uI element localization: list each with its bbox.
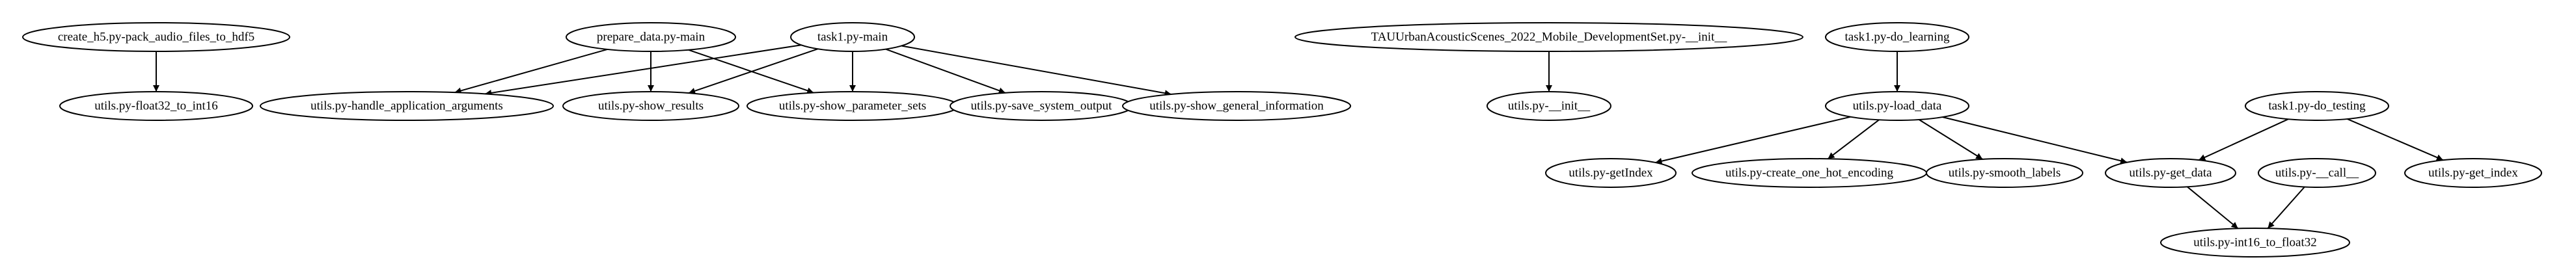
- call-edges: [153, 44, 2444, 230]
- node-label: utils.py-load_data: [1853, 99, 1942, 113]
- node-label: utils.py-handle_application_arguments: [310, 99, 503, 113]
- node-label: utils.py-save_system_output: [971, 99, 1113, 113]
- node-label: create_h5.py-pack_audio_files_to_hdf5: [58, 31, 254, 44]
- node-label: utils.py-get_index: [2428, 166, 2518, 180]
- node-label: task1.py-do_learning: [1845, 31, 1950, 44]
- edge-n3-to-n5: [454, 48, 608, 94]
- graph-node: utils.py-show_general_information: [1122, 91, 1351, 121]
- graph-node: utils.py-get_index: [2404, 158, 2542, 188]
- edge-n14-to-n20: [2347, 118, 2444, 161]
- node-label: utils.py-show_results: [598, 99, 704, 113]
- node-ellipse: [1825, 91, 1969, 121]
- node-label: utils.py-__call__: [2275, 166, 2359, 180]
- edge-n13-to-n18: [1942, 116, 2128, 165]
- node-ellipse: [2404, 158, 2542, 188]
- edge-n4-to-n8: [885, 48, 1006, 94]
- node-ellipse: [1487, 91, 1611, 121]
- edge-n19-to-n21: [2267, 186, 2305, 229]
- graph-node: utils.py-__init__: [1487, 91, 1611, 121]
- edge-n13-to-n15: [1655, 116, 1851, 165]
- node-label: task1.py-main: [817, 31, 888, 44]
- node-label: task1.py-do_testing: [2268, 99, 2366, 113]
- node-ellipse: [22, 22, 290, 52]
- node-ellipse: [260, 91, 554, 121]
- graph-node: utils.py-load_data: [1825, 91, 1969, 121]
- node-label: TAUUrbanAcousticScenes_2022_Mobile_Devel…: [1371, 31, 1727, 44]
- graph-node: utils.py-smooth_labels: [1926, 158, 2083, 188]
- graph-node: create_h5.py-pack_audio_files_to_hdf5: [22, 22, 290, 52]
- node-ellipse: [790, 22, 915, 52]
- edge-n4-to-n5: [485, 44, 802, 96]
- node-ellipse: [566, 22, 736, 52]
- node-ellipse: [1122, 91, 1351, 121]
- node-ellipse: [1545, 158, 1677, 188]
- edge-n14-to-n18: [2198, 118, 2289, 161]
- graph-node: prepare_data.py-main: [566, 22, 736, 52]
- graph-node: utils.py-show_results: [562, 91, 739, 121]
- graph-node: utils.py-__call__: [2258, 158, 2376, 188]
- edge-n4-to-n9: [901, 45, 1172, 97]
- node-ellipse: [2258, 158, 2376, 188]
- edge-n4-to-n6: [688, 48, 819, 94]
- edge-n13-to-n17: [1919, 119, 1983, 160]
- graph-node: task1.py-do_learning: [1825, 22, 1969, 52]
- node-ellipse: [1825, 22, 1969, 52]
- node-ellipse: [562, 91, 739, 121]
- graph-node: TAUUrbanAcousticScenes_2022_Mobile_Devel…: [1295, 22, 1803, 52]
- graph-node: utils.py-save_system_output: [950, 91, 1133, 121]
- node-ellipse: [59, 91, 253, 121]
- node-ellipse: [2245, 91, 2389, 121]
- node-label: utils.py-show_general_information: [1149, 99, 1324, 113]
- edge-n13-to-n16: [1827, 119, 1880, 160]
- node-label: utils.py-getIndex: [1569, 166, 1653, 180]
- node-ellipse: [2105, 158, 2236, 188]
- node-label: utils.py-__init__: [1508, 99, 1591, 113]
- graph-node: task1.py-do_testing: [2245, 91, 2389, 121]
- graph-node: utils.py-float32_to_int16: [59, 91, 253, 121]
- graph-node: utils.py-get_data: [2105, 158, 2236, 188]
- graph-node: utils.py-show_parameter_sets: [747, 91, 959, 121]
- graph-node: task1.py-main: [790, 22, 915, 52]
- graph-node: utils.py-getIndex: [1545, 158, 1677, 188]
- call-nodes: create_h5.py-pack_audio_files_to_hdf5uti…: [22, 22, 2542, 257]
- node-label: utils.py-create_one_hot_encoding: [1725, 166, 1894, 180]
- node-ellipse: [1926, 158, 2083, 188]
- graph-node: utils.py-int16_to_float32: [2160, 228, 2350, 257]
- node-label: utils.py-get_data: [2129, 166, 2212, 180]
- graph-node: utils.py-create_one_hot_encoding: [1692, 158, 1927, 188]
- edge-n18-to-n21: [2187, 186, 2239, 230]
- graph-node: utils.py-handle_application_arguments: [260, 91, 554, 121]
- node-label: utils.py-smooth_labels: [1949, 166, 2061, 180]
- node-ellipse: [2160, 228, 2350, 257]
- node-label: prepare_data.py-main: [597, 31, 706, 44]
- node-label: utils.py-float32_to_int16: [94, 99, 217, 113]
- node-ellipse: [1295, 22, 1803, 52]
- node-label: utils.py-show_parameter_sets: [779, 99, 926, 113]
- node-label: utils.py-int16_to_float32: [2193, 236, 2316, 250]
